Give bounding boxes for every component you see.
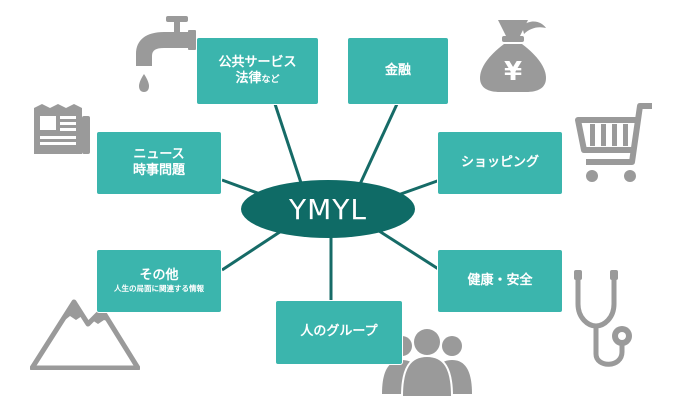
faucet-icon xyxy=(136,16,196,92)
stethoscope-icon xyxy=(574,270,632,367)
node-public-services-line2-small: など xyxy=(261,75,280,85)
node-news: ニュース 時事問題 xyxy=(96,131,222,195)
node-news-line1: ニュース xyxy=(133,146,185,162)
shopping-cart-icon xyxy=(575,103,652,182)
node-public-services: 公共サービス 法律など xyxy=(196,37,319,105)
node-health-safety: 健康・安全 xyxy=(437,249,563,313)
ymyl-center-node: YMYL xyxy=(241,180,415,238)
link-finance xyxy=(353,103,399,196)
node-public-services-line2: 法律 xyxy=(235,71,262,86)
center-label: YMYL xyxy=(289,192,367,226)
node-public-services-line1: 公共サービス xyxy=(218,54,297,70)
node-other: その他 人生の局面に関連する情報 xyxy=(96,249,222,313)
mountain-icon xyxy=(30,299,140,370)
node-public-services-line2-wrap: 法律など xyxy=(235,71,279,87)
node-news-line2: 時事問題 xyxy=(132,163,185,178)
node-finance: 金融 xyxy=(347,37,449,105)
node-shopping: ショッピング xyxy=(437,131,563,195)
node-groups-of-people: 人のグループ xyxy=(275,300,403,365)
node-health-safety-label: 健康・安全 xyxy=(467,272,533,288)
node-shopping-label: ショッピング xyxy=(460,154,539,170)
newspaper-icon xyxy=(34,104,90,154)
yen-symbol: ¥ xyxy=(504,57,522,87)
node-finance-label: 金融 xyxy=(384,62,411,78)
node-groups-of-people-label: 人のグループ xyxy=(300,324,378,340)
link-public xyxy=(273,103,307,196)
money-bag-icon: ¥ xyxy=(480,20,546,92)
node-other-line2: 人生の局面に関連する情報 xyxy=(114,284,204,294)
node-other-line1: その他 xyxy=(139,268,179,284)
